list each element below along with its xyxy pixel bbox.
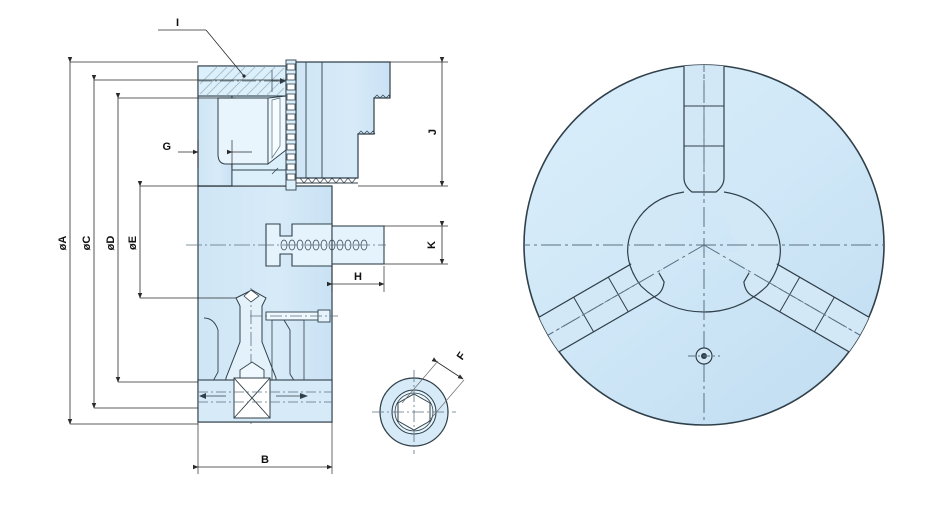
section-view: I øA øC øD øE bbox=[57, 17, 448, 474]
dimension-label-diameter-C: øC bbox=[81, 236, 93, 251]
dimension-diameter-C: øC bbox=[81, 74, 286, 409]
dimension-label-diameter-E: øE bbox=[127, 236, 139, 250]
dimension-diameter-D: øD bbox=[105, 92, 236, 383]
dimension-label-G: G bbox=[162, 141, 171, 153]
dimension-diameter-E: øE bbox=[127, 180, 286, 299]
hex-bolt-cross bbox=[233, 377, 271, 419]
socket-detail-view: F bbox=[372, 350, 469, 454]
center-aperture-fill bbox=[629, 192, 779, 288]
top-boss-hatched bbox=[197, 65, 287, 97]
radial-centerline-lower-right bbox=[703, 244, 871, 342]
pinion-screw-assembly bbox=[186, 223, 386, 267]
radial-centerline-lower-left bbox=[537, 244, 705, 342]
dimension-label-H: H bbox=[354, 271, 362, 283]
pinion-body bbox=[265, 223, 333, 267]
front-view-centerlines bbox=[524, 65, 884, 425]
jaw-top-pin bbox=[243, 289, 260, 303]
dimension-label-K: K bbox=[426, 241, 438, 249]
mounting-boss-section bbox=[197, 361, 333, 423]
dimension-J: J bbox=[358, 56, 448, 187]
center-aperture bbox=[627, 191, 781, 313]
dimension-I: I bbox=[158, 17, 246, 78]
top-jaw bbox=[295, 61, 391, 184]
dimension-label-J: J bbox=[427, 129, 439, 135]
dimension-label-I: I bbox=[176, 17, 179, 29]
pinion-socket-marker bbox=[688, 347, 720, 365]
dimension-label-diameter-A: øA bbox=[57, 236, 69, 251]
dimension-label-diameter-D: øD bbox=[105, 236, 117, 251]
top-jaw-outline bbox=[295, 61, 391, 179]
lower-guide-rib-left bbox=[203, 317, 219, 395]
scroll-thread-profile bbox=[271, 97, 281, 160]
scroll-pocket-outline bbox=[217, 97, 269, 165]
dimension-B: B bbox=[192, 422, 333, 474]
dimension-K: K bbox=[384, 220, 448, 265]
aperture-arc-1 bbox=[627, 191, 685, 287]
front-view bbox=[523, 64, 885, 426]
dimension-label-B: B bbox=[261, 454, 269, 466]
dimension-G: G bbox=[162, 140, 252, 168]
jaw-rack-teeth bbox=[285, 59, 297, 191]
scroll-lower-shelf bbox=[231, 169, 287, 187]
dimension-diameter-A: øA bbox=[57, 56, 198, 425]
aperture-arc-2 bbox=[723, 191, 781, 287]
hex-bolt-head bbox=[239, 361, 265, 379]
front-view-contents bbox=[524, 65, 884, 425]
dimension-H: H bbox=[326, 266, 385, 292]
internal-scroll-pocket bbox=[217, 95, 287, 187]
